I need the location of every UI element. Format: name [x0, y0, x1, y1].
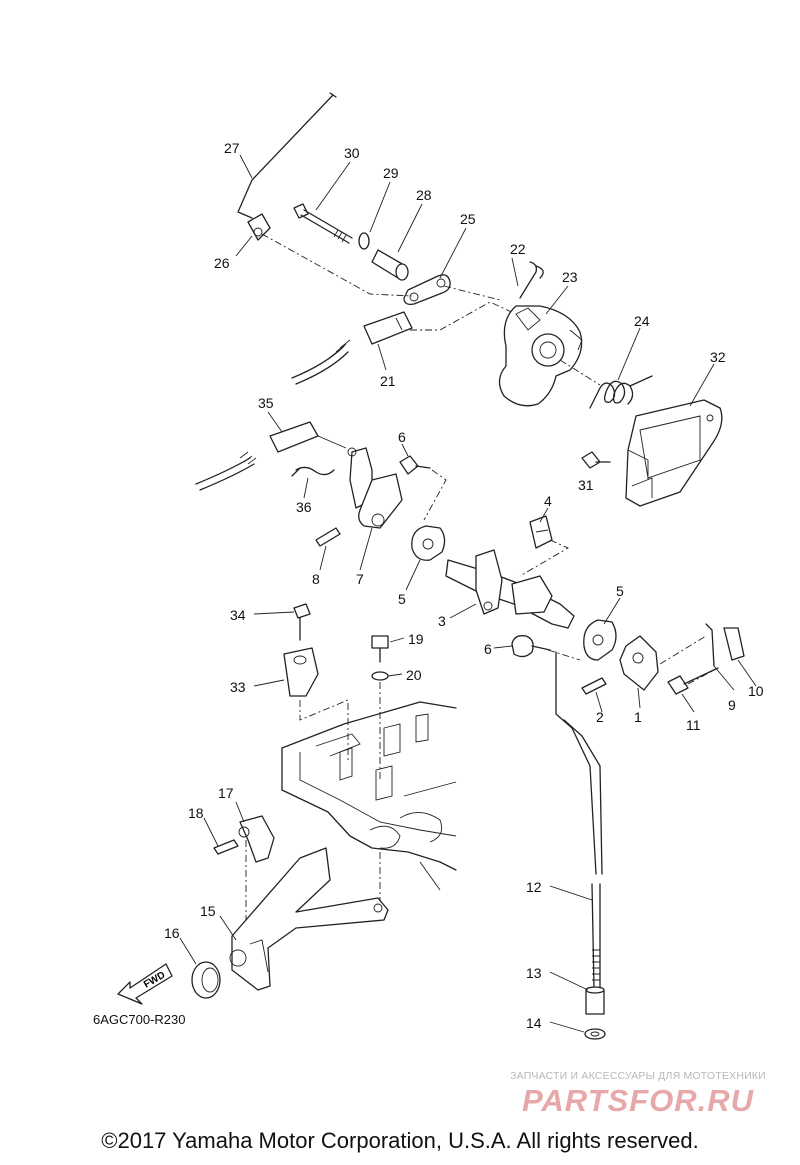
leader-lines [179, 154, 757, 1033]
callout-26: 26 [214, 255, 230, 271]
callout-28: 28 [416, 187, 432, 203]
rod-27-shape [237, 92, 337, 219]
washer-29-shape [358, 232, 370, 250]
lever-5-right-shape [583, 619, 617, 661]
collar-28-shape [371, 249, 409, 281]
housing-shape [281, 701, 457, 891]
fwd-arrow-icon [117, 963, 173, 1005]
bracket-15-shape [229, 847, 389, 991]
clamp-17-shape [238, 815, 275, 863]
cam-23-shape [498, 305, 583, 407]
callout-21: 21 [380, 373, 396, 389]
fwd-label: FWD [142, 970, 167, 991]
callout-8: 8 [312, 571, 320, 587]
callout-12: 12 [526, 879, 542, 895]
watermark-caption: ЗАПЧАСТИ И АКСЕССУАРЫ ДЛЯ МОТОТЕХНИКИ [510, 1070, 766, 1082]
assembly-line-6b [547, 649, 581, 661]
callout-3: 3 [438, 613, 446, 629]
callout-19: 19 [408, 631, 424, 647]
bracket-1-shape [619, 635, 659, 691]
bolt-11-shape [667, 667, 719, 695]
pin-18-shape [213, 839, 239, 855]
shaft-3-shape [445, 549, 575, 629]
callout-25: 25 [460, 211, 476, 227]
bolt-31-shape [581, 451, 611, 469]
callout-16: 16 [164, 925, 180, 941]
assembly-line-4 [519, 539, 569, 577]
callout-20: 20 [406, 667, 422, 683]
callout-10: 10 [748, 683, 764, 699]
callout-7: 7 [356, 571, 364, 587]
washer-14-shape [584, 1028, 606, 1040]
callout-34: 34 [230, 607, 246, 623]
callout-30: 30 [344, 145, 360, 161]
bolt-30-shape [293, 203, 353, 244]
assembly-line-21 [410, 301, 521, 331]
link-25-shape [403, 274, 451, 306]
bolt-19-shape [371, 635, 389, 663]
callout-23: 23 [562, 269, 578, 285]
callout-17: 17 [218, 785, 234, 801]
callout-6-lower: 6 [484, 641, 492, 657]
cable-joint-21-shape [291, 311, 413, 385]
callout-2: 2 [596, 709, 604, 725]
collar-13-shape [585, 986, 605, 1015]
exploded-parts-diagram: FWD [117, 92, 764, 1040]
assembly-line-6 [423, 469, 447, 521]
assembly-line-upper [261, 233, 501, 301]
callout-35: 35 [258, 395, 274, 411]
bracket-32-shape [625, 399, 723, 507]
clip-36-shape [291, 466, 335, 477]
bolt-34-shape [293, 603, 311, 641]
callout-31: 31 [578, 477, 594, 493]
callout-1: 1 [634, 709, 642, 725]
spring-24-shape [589, 375, 653, 409]
clip-22-shape [519, 261, 544, 299]
copyright-notice: ©2017 Yamaha Motor Corporation, U.S.A. A… [101, 1128, 699, 1153]
callout-6-upper: 6 [398, 429, 406, 445]
assembly-line-33 [299, 682, 381, 780]
collar-6-upper-shape [399, 455, 431, 475]
lever-7-shape [347, 447, 403, 529]
callout-33: 33 [230, 679, 246, 695]
callout-18: 18 [188, 805, 204, 821]
callout-36: 36 [296, 499, 312, 515]
callout-5-upper: 5 [398, 591, 406, 607]
grommet-16-shape [191, 961, 221, 999]
callout-24: 24 [634, 313, 650, 329]
callout-5-right: 5 [616, 583, 624, 599]
watermark-logo: PARTSFOR.RU [521, 1083, 755, 1118]
assembly-line-9 [659, 635, 719, 685]
callout-9: 9 [728, 697, 736, 713]
pin-2-shape [581, 677, 607, 695]
watermark: ЗАПЧАСТИ И АКСЕССУАРЫ ДЛЯ МОТОТЕХНИКИ PA… [488, 1070, 788, 1118]
clamp-33-shape [283, 647, 319, 697]
callout-29: 29 [383, 165, 399, 181]
clip-4-shape [529, 515, 553, 549]
callout-11: 11 [686, 717, 701, 733]
pin-8-shape [315, 527, 341, 547]
plate-10-shape [723, 627, 745, 661]
lever-5-upper-shape [411, 525, 446, 561]
callout-15: 15 [200, 903, 216, 919]
cable-joint-35-shape [195, 421, 347, 491]
callout-32: 32 [710, 349, 726, 365]
plate-9-shape [705, 623, 715, 667]
callout-13: 13 [526, 965, 542, 981]
joint-26-shape [247, 213, 271, 241]
washer-20-shape [371, 671, 389, 681]
rod-12-shape [555, 651, 603, 989]
callout-4: 4 [544, 493, 552, 509]
diagram-code: 6AGC700-R230 [93, 1012, 186, 1027]
callout-22: 22 [510, 241, 526, 257]
collar-6-lower-shape [511, 635, 551, 658]
callout-14: 14 [526, 1015, 542, 1031]
callout-27: 27 [224, 140, 240, 156]
